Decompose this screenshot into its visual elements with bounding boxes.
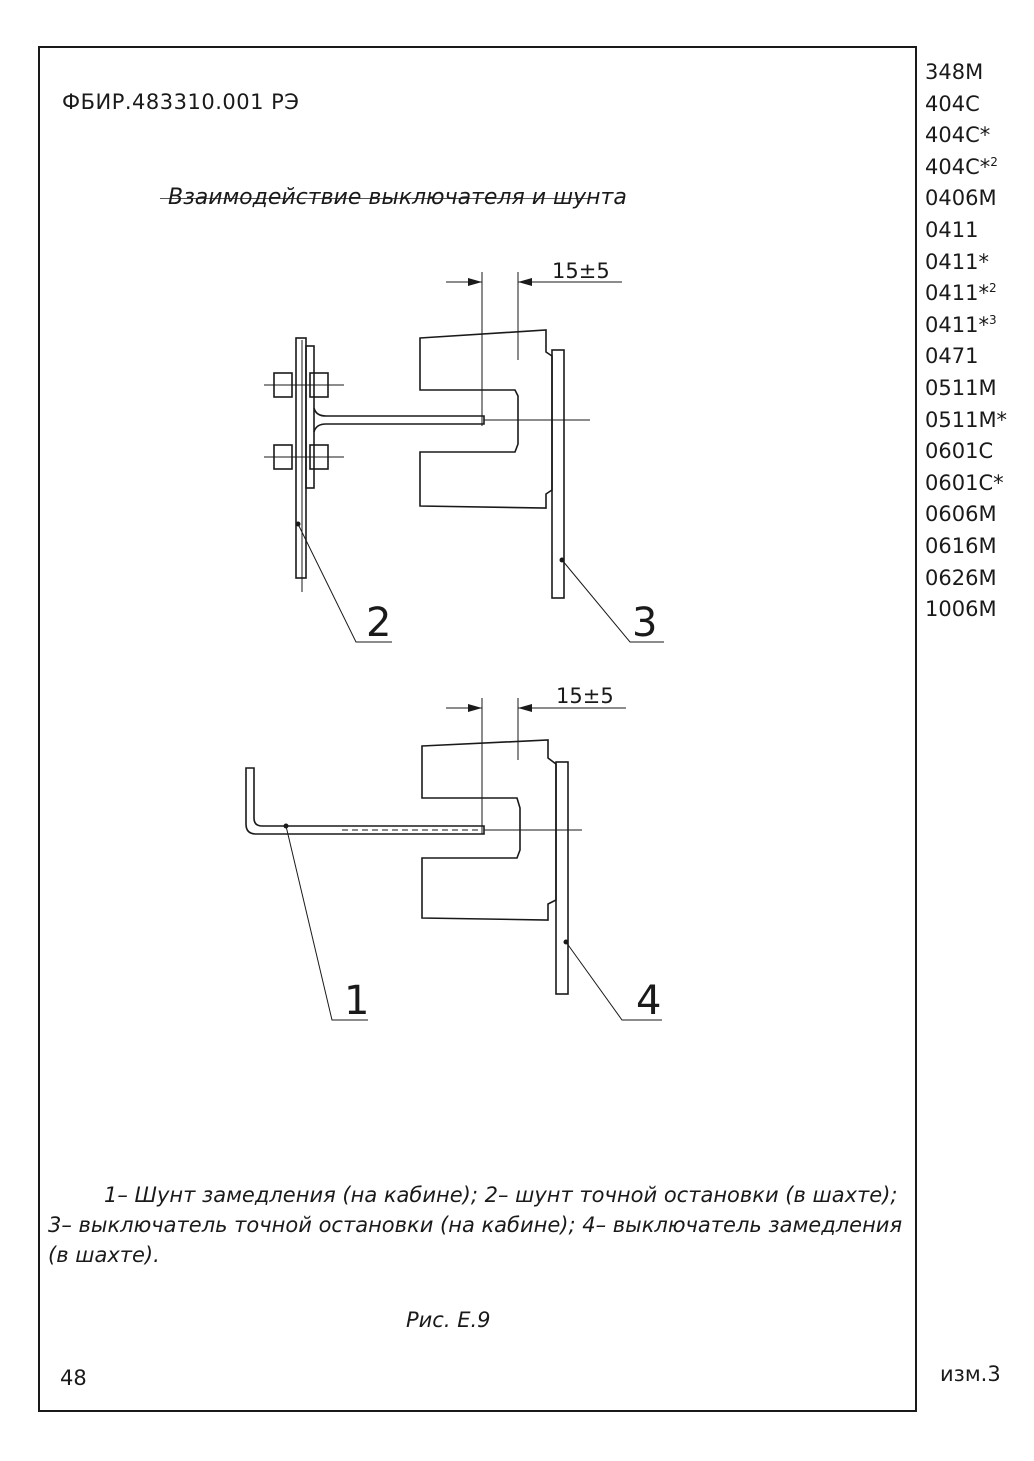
dimension-arrow [518,278,532,286]
model-item: 404С* [925,123,991,148]
model-item: 0411* [925,249,989,274]
model-item: 0411 [925,217,979,242]
dimension-arrow [518,704,532,712]
model-item: 0616М [925,533,997,558]
model-item: 0601С* [925,470,1004,495]
switch-body-4 [421,739,557,921]
drawing-frame [38,46,917,1412]
page-number: 48 [60,1366,87,1390]
figure-label: Рис. Е.9 [406,1308,491,1332]
nut-icon [273,372,293,398]
leader-line [285,825,368,1021]
bottom-assembly: 15±5 1 4 [245,684,662,1024]
callout-2: 2 [366,600,391,646]
dimension-arrow [468,278,482,286]
model-list: 348М 404С 404С* 404С*2 0406М 0411 0411* … [925,54,1007,623]
nut-icon [273,444,293,470]
switch-mount-rail [555,761,569,995]
model-item: 404С [925,91,980,116]
nut-icon [309,372,329,398]
callout-3: 3 [632,600,657,646]
shunt-spacer [305,345,315,489]
leader-line [297,523,392,643]
dimension-arrow [468,704,482,712]
model-item: 0511М [925,375,997,400]
model-item: 404С*2 [925,154,998,179]
shunt-mounting-plate [295,337,307,579]
heading-strikethrough [160,198,590,199]
callout-1: 1 [344,978,369,1024]
dimension-label-bottom: 15±5 [556,684,614,708]
shunt-blade-1 [245,767,485,835]
model-item: 1006М [925,597,997,622]
nut-icon [309,444,329,470]
legend-line: (в шахте). [48,1243,160,1267]
model-item: 0406М [925,186,997,211]
model-item: 0601С [925,439,994,464]
drawing-heading: Взаимодействие выключателя и шунта [168,185,627,210]
callout-4: 4 [636,978,661,1024]
model-item: 0606М [925,502,997,527]
switch-body-3 [419,329,553,509]
model-item: 348М [925,60,984,84]
top-assembly: 15±5 2 3 [264,259,664,646]
legend-line: 1– Шунт замедления (на кабине); 2– шунт … [104,1183,898,1207]
model-item: 0411*2 [925,281,997,306]
model-item: 0411*3 [925,312,997,337]
leader-line [561,559,664,643]
revision-mark: изм.3 [940,1362,1001,1386]
model-item: 0471 [925,344,979,369]
leader-line [565,941,662,1021]
model-item: 0511М* [925,407,1008,432]
shunt-blade-2 [313,407,485,433]
legend-line: 3– выключатель точной остановки (на каби… [48,1213,903,1237]
model-item: 0626М [925,565,997,590]
figure-legend: 1– Шунт замедления (на кабине); 2– шунт … [48,1180,910,1270]
switch-mount-rail [551,349,565,599]
dimension-label-top: 15±5 [552,259,610,283]
document-code: ФБИР.483310.001 РЭ [62,90,300,114]
